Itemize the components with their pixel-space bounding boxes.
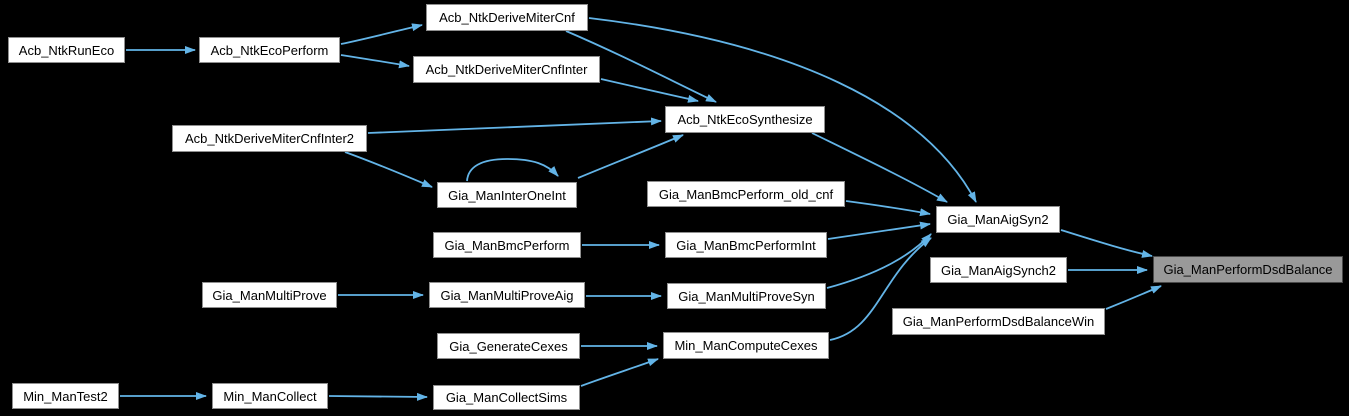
edge-Acb_NtkEcoPerform-to-Acb_NtkDeriveMiterCnf (340, 23, 423, 45)
node-Min_ManCollect[interactable]: Min_ManCollect (212, 383, 328, 409)
node-Gia_ManMultiProveAig[interactable]: Gia_ManMultiProveAig (429, 282, 585, 308)
node-Acb_NtkEcoSynthesize[interactable]: Acb_NtkEcoSynthesize (665, 106, 825, 133)
node-label: Gia_ManInterOneInt (448, 187, 566, 203)
node-label: Min_ManComputeCexes (674, 338, 818, 353)
node-Gia_ManCollectSims[interactable]: Gia_ManCollectSims (433, 385, 580, 410)
edge-Gia_ManBmcPerform_old_cnf-to-Gia_ManAigSyn2 (845, 200, 931, 217)
node-Acb_NtkDeriveMiterCnfInter2[interactable]: Acb_NtkDeriveMiterCnfInter2 (172, 125, 367, 152)
node-Gia_ManMultiProveSyn[interactable]: Gia_ManMultiProveSyn (667, 283, 826, 309)
node-Gia_ManBmcPerformInt[interactable]: Gia_ManBmcPerformInt (665, 232, 827, 258)
edge-Acb_NtkDeriveMiterCnfInter2-to-Acb_NtkEcoSynthesize (367, 117, 662, 134)
edge-Gia_ManAigSyn2-to-Gia_ManPerformDsdBalance (1060, 229, 1153, 258)
node-label: Acb_NtkEcoPerform (210, 42, 329, 58)
node-Acb_NtkEcoPerform[interactable]: Acb_NtkEcoPerform (199, 37, 340, 63)
node-Acb_NtkDeriveMiterCnf[interactable]: Acb_NtkDeriveMiterCnf (426, 4, 588, 31)
node-label: Gia_ManMultiProveAig (440, 287, 574, 303)
node-label: Acb_NtkDeriveMiterCnfInter2 (184, 131, 355, 146)
edge-Gia_ManInterOneInt-to-Acb_NtkEcoSynthesize (577, 134, 684, 179)
node-label: Gia_ManCollectSims (445, 390, 568, 405)
edge-Acb_NtkDeriveMiterCnf-to-Acb_NtkEcoSynthesize (565, 30, 717, 103)
edge-Acb_NtkEcoSynthesize-to-Gia_ManAigSyn2 (811, 132, 948, 203)
node-label: Gia_ManBmcPerform_old_cnf (658, 186, 834, 202)
node-label: Acb_NtkDeriveMiterCnfInter (425, 62, 588, 77)
node-label: Gia_ManPerformDsdBalance (1163, 262, 1333, 277)
edge-Acb_NtkEcoPerform-to-Acb_NtkDeriveMiterCnfInter (340, 54, 410, 69)
edge-Gia_ManInterOneInt-to-Gia_ManInterOneInt (466, 158, 559, 182)
node-Gia_ManAigSynch2[interactable]: Gia_ManAigSynch2 (930, 257, 1067, 283)
node-Gia_ManInterOneInt[interactable]: Gia_ManInterOneInt (437, 182, 577, 208)
node-label: Gia_ManBmcPerform (444, 237, 570, 253)
node-Acb_NtkDeriveMiterCnfInter[interactable]: Acb_NtkDeriveMiterCnfInter (413, 56, 600, 83)
node-label: Gia_ManMultiProveSyn (678, 288, 815, 304)
node-Gia_ManAigSyn2[interactable]: Gia_ManAigSyn2 (936, 206, 1060, 233)
node-Gia_ManPerformDsdBalanceWin[interactable]: Gia_ManPerformDsdBalanceWin (892, 308, 1105, 335)
node-label: Acb_NtkEcoSynthesize (677, 112, 813, 127)
edge-Acb_NtkDeriveMiterCnfInter-to-Acb_NtkEcoSynthesize (600, 78, 699, 103)
node-label: Min_ManCollect (223, 388, 317, 404)
edge-Gia_ManPerformDsdBalanceWin-to-Gia_ManPerformDsdBalance (1105, 285, 1162, 310)
edge-Acb_NtkDeriveMiterCnf-to-Gia_ManAigSyn2 (588, 17, 977, 203)
node-label: Min_ManTest2 (23, 388, 108, 404)
node-label: Gia_ManBmcPerformInt (676, 237, 816, 253)
node-Min_ManTest2[interactable]: Min_ManTest2 (12, 383, 119, 409)
node-label: Acb_NtkDeriveMiterCnf (439, 10, 575, 25)
edge-Min_ManComputeCexes-to-Gia_ManAigSyn2 (829, 237, 932, 341)
node-label: Gia_ManMultiProve (212, 287, 327, 303)
edge-Min_ManCollect-to-Gia_ManCollectSims (328, 392, 428, 401)
node-Min_ManComputeCexes[interactable]: Min_ManComputeCexes (663, 332, 829, 359)
node-label: Gia_GenerateCexes (449, 338, 568, 354)
node-Gia_ManBmcPerform[interactable]: Gia_ManBmcPerform (433, 232, 581, 258)
edge-Acb_NtkDeriveMiterCnfInter2-to-Gia_ManInterOneInt (344, 151, 433, 188)
node-Gia_ManBmcPerform_old_cnf[interactable]: Gia_ManBmcPerform_old_cnf (647, 181, 845, 207)
node-label: Gia_ManPerformDsdBalanceWin (902, 314, 1095, 329)
node-Gia_ManPerformDsdBalance: Gia_ManPerformDsdBalance (1153, 256, 1343, 283)
node-Gia_GenerateCexes[interactable]: Gia_GenerateCexes (437, 333, 580, 359)
edge-Gia_ManCollectSims-to-Min_ManComputeCexes (580, 358, 659, 387)
node-label: Acb_NtkRunEco (18, 42, 115, 58)
edge-Gia_ManMultiProveSyn-to-Gia_ManAigSyn2 (826, 233, 932, 289)
node-Acb_NtkRunEco[interactable]: Acb_NtkRunEco (8, 37, 125, 63)
node-Gia_ManMultiProve[interactable]: Gia_ManMultiProve (202, 282, 337, 308)
node-label: Gia_ManAigSynch2 (941, 262, 1056, 278)
edge-Gia_ManBmcPerformInt-to-Gia_ManAigSyn2 (827, 221, 931, 240)
node-label: Gia_ManAigSyn2 (947, 212, 1049, 227)
